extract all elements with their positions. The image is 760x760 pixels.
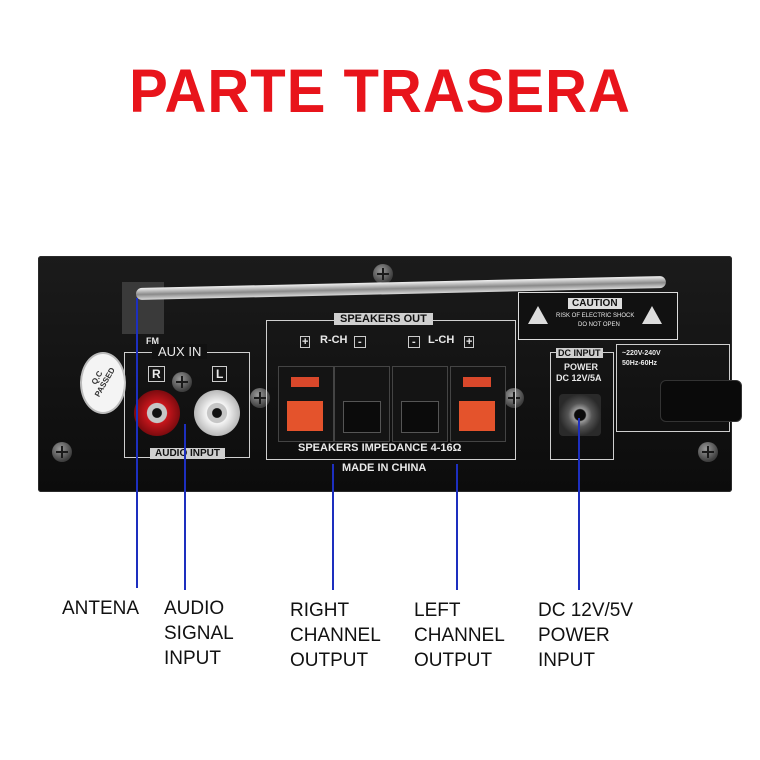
r-ch-label: R-CH	[320, 334, 348, 346]
caution-subtitle-2: DO NOT OPEN	[578, 322, 620, 328]
ac-freq-label: 50Hz-60Hz	[622, 360, 658, 367]
aux-l-label: L	[212, 366, 228, 382]
page-title: PARTE TRASERA	[129, 57, 631, 126]
minus-icon: -	[354, 336, 366, 348]
speakers-out-header: SPEAKERS OUT	[334, 313, 433, 325]
minus-icon: -	[408, 336, 420, 348]
l-ch-label: L-CH	[428, 334, 455, 346]
dc-power-jack[interactable]	[559, 394, 601, 436]
power-label: POWER	[564, 362, 599, 372]
dc-rating-label: DC 12V/5A	[556, 373, 602, 383]
label-dc-power-input: DC 12V/5V POWER INPUT	[538, 600, 634, 671]
speaker-terminal-l-minus[interactable]	[392, 366, 448, 442]
caution-title: CAUTION	[568, 298, 622, 309]
qc-sticker	[80, 352, 126, 414]
screw-icon	[52, 442, 72, 462]
screw-icon	[172, 372, 192, 392]
warning-icon	[528, 306, 548, 324]
made-in-label: MADE IN CHINA	[342, 462, 427, 474]
callout-line-left	[456, 464, 458, 590]
label-antena: ANTENA	[62, 598, 140, 619]
plus-icon: +	[300, 336, 311, 348]
audio-input-footer: AUDIO INPUT	[150, 448, 225, 459]
screw-icon	[373, 264, 393, 284]
power-cable	[660, 380, 742, 422]
speaker-terminal-l-plus[interactable]	[450, 366, 506, 442]
callout-line-dc	[578, 418, 580, 590]
label-left-channel-output: LEFT CHANNEL OUTPUT	[414, 600, 505, 671]
callout-line-audio	[184, 424, 186, 590]
screw-icon	[504, 388, 524, 408]
rca-white-jack[interactable]	[194, 390, 240, 436]
screw-icon	[698, 442, 718, 462]
aux-r-label: R	[148, 366, 165, 382]
warning-icon	[642, 306, 662, 324]
speaker-terminal-r-plus[interactable]	[278, 366, 334, 442]
plus-icon: +	[464, 336, 475, 348]
caution-subtitle: RISK OF ELECTRIC SHOCK	[556, 313, 635, 319]
speaker-terminal-r-minus[interactable]	[334, 366, 390, 442]
callout-line-antenna	[136, 298, 138, 588]
screw-icon	[250, 388, 270, 408]
callout-line-right	[332, 464, 334, 590]
fm-label: FM	[146, 336, 159, 346]
amplifier-rear-panel: FM Q.C PASSED AUX IN R L AUDIO INPUT SPE…	[38, 256, 742, 492]
dc-input-header: DC INPUT	[556, 348, 603, 358]
label-audio-signal-input: AUDIO SIGNAL INPUT	[164, 598, 234, 669]
label-right-channel-output: RIGHT CHANNEL OUTPUT	[290, 600, 381, 671]
ac-range-label: ~220V-240V	[622, 350, 661, 357]
rca-red-jack[interactable]	[134, 390, 180, 436]
impedance-label: SPEAKERS IMPEDANCE 4-16Ω	[298, 442, 462, 454]
aux-in-header: AUX IN	[152, 344, 208, 359]
